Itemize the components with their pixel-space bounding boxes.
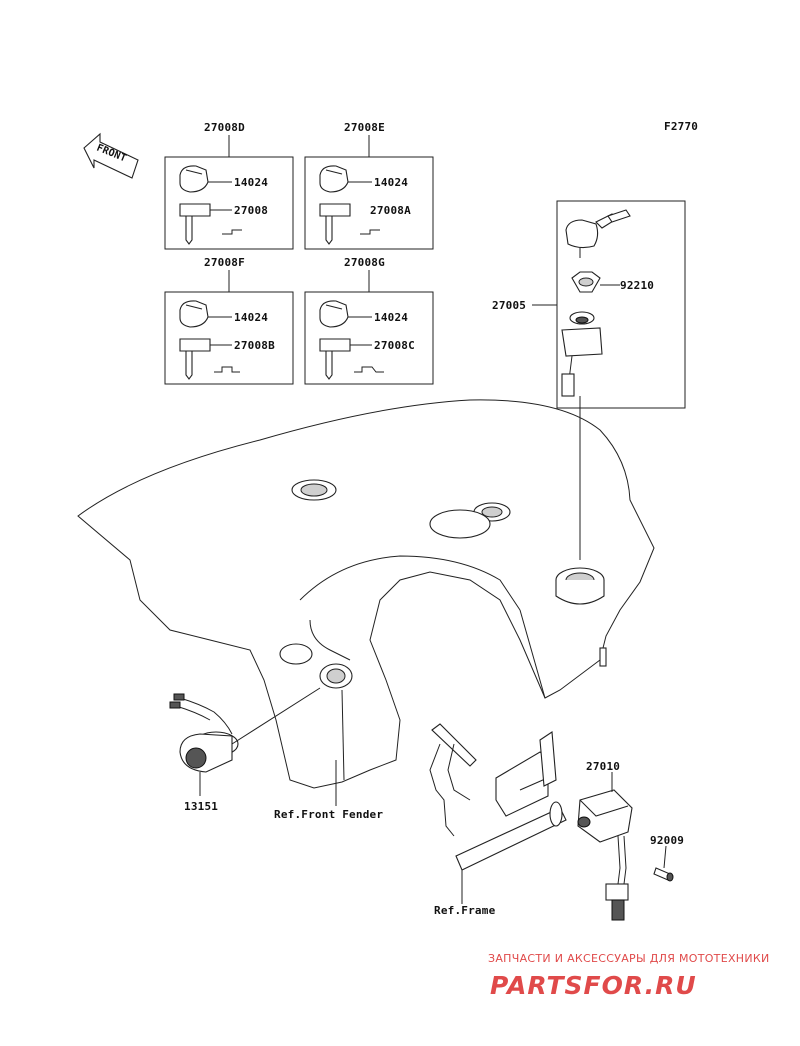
key-cap-icon: [319, 300, 349, 328]
watermark-tagline: ЗАПЧАСТИ И АКСЕССУАРЫ ДЛЯ МОТОТЕХНИКИ: [488, 952, 770, 965]
key-number: 27008: [234, 204, 268, 217]
ignition-nut-icon: [571, 271, 601, 293]
key-set-27008e: 27008E 14024 27008A: [304, 121, 434, 250]
key-cut-profile-icon: [222, 229, 242, 235]
frame-and-bracket: [429, 723, 567, 886]
switch-27010: 27010 92009: [577, 760, 684, 921]
key-number: 27008B: [234, 339, 275, 352]
switch-13151: 13151: [169, 687, 321, 813]
ignition-switch-body-icon: [561, 311, 603, 397]
key-cap-number: 14024: [374, 311, 408, 324]
key-number: 27008C: [374, 339, 415, 352]
key-set-27008d: 27008D 14024 27008: [164, 121, 294, 250]
ignition-nut-number: 92210: [620, 279, 654, 292]
key-set-27008f: 27008F 14024 27008B: [164, 256, 294, 385]
key-set-27008g: 27008G 14024 27008C: [304, 256, 434, 385]
front-fender-outline: [77, 399, 655, 789]
key-cap-icon: [179, 300, 209, 328]
key-set-number: 27008E: [344, 121, 385, 134]
key-set-number: 27008G: [344, 256, 385, 269]
screw-icon: [653, 867, 674, 882]
key-cap-number: 14024: [234, 176, 268, 189]
key-set-number: 27008D: [204, 121, 245, 134]
switch-right-number: 27010: [586, 760, 620, 773]
key-icon: [319, 203, 351, 245]
front-arrow-icon: FRONT: [83, 132, 139, 179]
ref-frame: Ref.Frame: [434, 904, 496, 917]
figure-code: F2770: [664, 120, 698, 133]
switch-left-number: 13151: [184, 800, 218, 813]
ignition-switch-assembly: 27005 92210: [492, 200, 686, 560]
key-cap-icon: [179, 165, 209, 193]
ignition-assembly-number: 27005: [492, 299, 526, 312]
key-cap-number: 14024: [234, 311, 268, 324]
watermark-brand: PARTSFOR.RU: [490, 971, 697, 1000]
key-cut-profile-icon: [360, 229, 380, 235]
key-cap-number: 14024: [374, 176, 408, 189]
key-cut-profile-icon: [214, 366, 240, 373]
key-set-number: 27008F: [204, 256, 245, 269]
ref-front-fender: Ref.Front Fender: [274, 808, 383, 821]
watermark: ЗАПЧАСТИ И АКСЕССУАРЫ ДЛЯ МОТОТЕХНИКИ PA…: [488, 952, 770, 1000]
key-icon: [179, 203, 211, 245]
screw-number: 92009: [650, 834, 684, 847]
key-cap-icon: [319, 165, 349, 193]
key-cut-profile-icon: [354, 366, 384, 373]
key-number: 27008A: [370, 204, 411, 217]
ignition-key-icon: [565, 209, 631, 258]
key-icon: [319, 338, 351, 380]
key-icon: [179, 338, 211, 380]
